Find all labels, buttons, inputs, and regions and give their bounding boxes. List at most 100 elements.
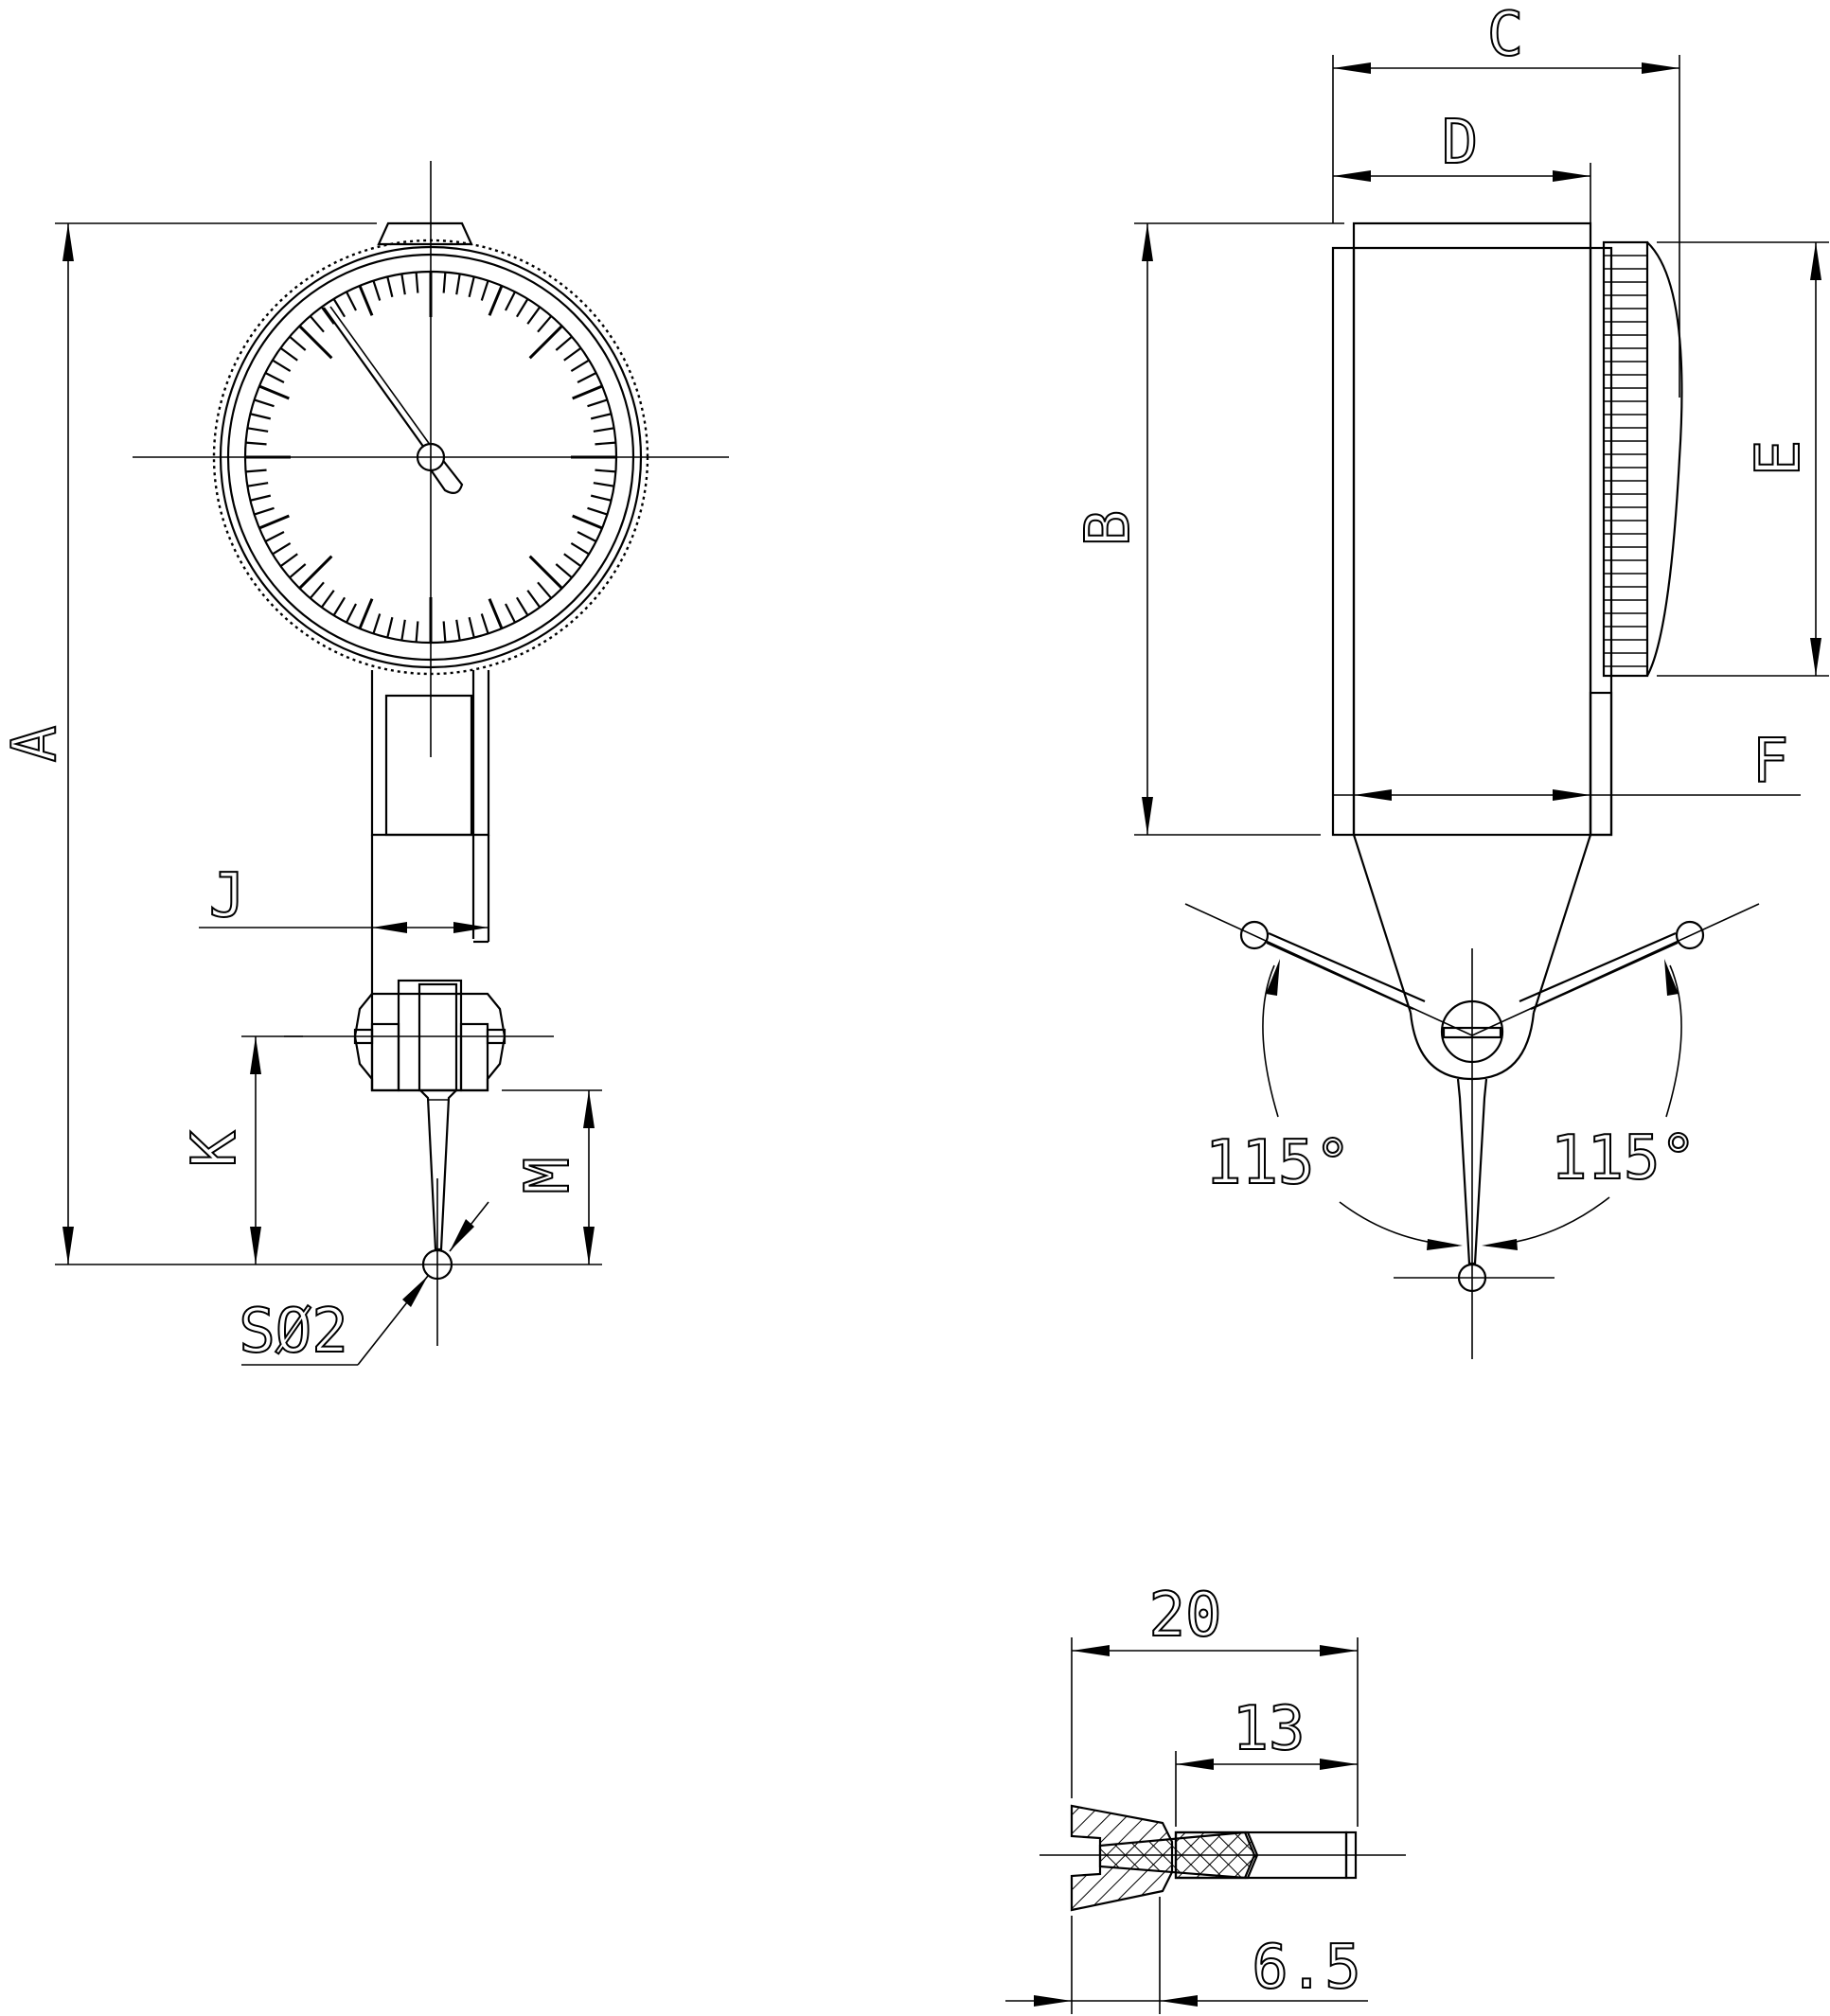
side-view: 115° 115° B C D E F [1073,0,1829,1359]
dial-tick [258,384,290,400]
stylus-holder-outer [397,979,463,1092]
dial-tick [245,441,267,446]
stylus [419,1089,457,1251]
angle-label-right: 115° [1551,1123,1697,1194]
dial-tick [505,603,516,624]
dim-j-arrow-left [453,922,489,933]
dial-tick [563,553,582,568]
ball-leader-arrow-lower [402,1276,428,1307]
dim-20-arrow-left [1072,1645,1110,1656]
angle-arrow-left-upper [1266,959,1280,996]
dial-tick [298,325,333,360]
detail-view: 20 13 6.5 [1005,1580,1406,2014]
angle-arc-right-lower [1485,1196,1610,1247]
body-taper [1352,834,1592,1014]
dial-tick [372,613,382,634]
dial-tick [332,298,346,318]
dim-j-label: J [209,861,246,931]
dim-a-label: A [0,726,70,763]
dim-e-arrow-bottom [1810,638,1821,676]
dim-e-label: E [1744,440,1814,477]
dial-tick [455,274,461,295]
dial-tick [577,372,597,383]
dial-tick [563,346,582,362]
clamp-block [353,992,506,1092]
dim-f-label: F [1752,727,1789,797]
dial-tick [515,298,529,318]
angle-arrow-right-upper [1664,959,1679,996]
angle-arc-left-upper [1262,964,1279,1118]
dial-tick [279,553,298,568]
dial-tick [254,398,275,408]
dial-tick [505,291,516,311]
case-front [1589,246,1613,837]
dim-j-arrow-right [372,922,407,933]
angle-arrow-right-lower [1482,1239,1518,1250]
dial-tick [590,494,612,502]
dial-tick [570,359,590,373]
case-body [1352,221,1592,837]
dim-k-arrow-top [250,1036,261,1074]
dim-a-arrow-top [62,223,74,261]
dim-13-arrow-right [1320,1759,1358,1770]
dial-tick [289,563,307,579]
dial-tick [247,482,269,487]
dial-tick [515,596,529,616]
dial-tick [595,469,616,473]
dial-tick [372,280,382,301]
dial-tick [572,514,603,530]
dim-f-arrow-right [1553,789,1590,801]
dial-tick [386,616,394,638]
dial-tick [400,619,406,641]
dial-tick [442,621,447,643]
dial-tick [346,603,357,624]
dial-tick [245,469,267,473]
stylus-left [1266,931,1426,1011]
dim-b-label: B [1074,510,1144,547]
angle-arc-left-lower [1339,1201,1459,1247]
dial-tick [400,274,406,295]
dial-tick [250,494,272,502]
angle-label-left: 115° [1205,1128,1351,1198]
dim-m-arrow-bottom [583,1227,595,1264]
dial-tick [577,531,597,542]
dim-d-label: D [1442,108,1479,178]
dial-tick [332,596,346,616]
dim-f-arrow-left [1354,789,1392,801]
dial-tick [320,590,335,609]
dim-13-arrow-left [1176,1759,1214,1770]
dial-tick [247,427,269,433]
stylus-right-ball [1675,920,1705,950]
crystal-profile [1646,241,1683,677]
dial-tick [320,306,335,325]
stylus-left-ball [1239,920,1270,950]
dial-tick [346,291,357,311]
dial-tick [289,335,307,351]
dial-tick [480,613,489,634]
dial-tick [593,482,614,487]
dial-pointer-edge [329,306,436,453]
dial-tick [570,541,590,556]
dim-c-arrow-right [1642,62,1679,74]
front-tab [1589,691,1613,837]
dial-tick [468,616,475,638]
dial-tick [480,280,489,301]
dim-d-arrow-left [1333,170,1371,182]
dial-tick [254,506,275,516]
dial-tick [455,619,461,641]
dial-tick [555,335,573,351]
dim-b-arrow-bottom [1142,797,1153,835]
dial-tick [526,590,542,609]
dial-tick [595,441,616,446]
dim-b-arrow-top [1142,223,1153,261]
dim-c-arrow-left [1333,62,1371,74]
dial-tick [572,384,603,400]
stylus-right [1519,931,1679,1011]
clamp-inner-right [459,1022,489,1092]
dial-tick [358,598,374,629]
dial-tick [555,563,573,579]
dial-tick [298,555,333,590]
dial-pointer [323,307,430,455]
dial-tick [415,621,419,643]
